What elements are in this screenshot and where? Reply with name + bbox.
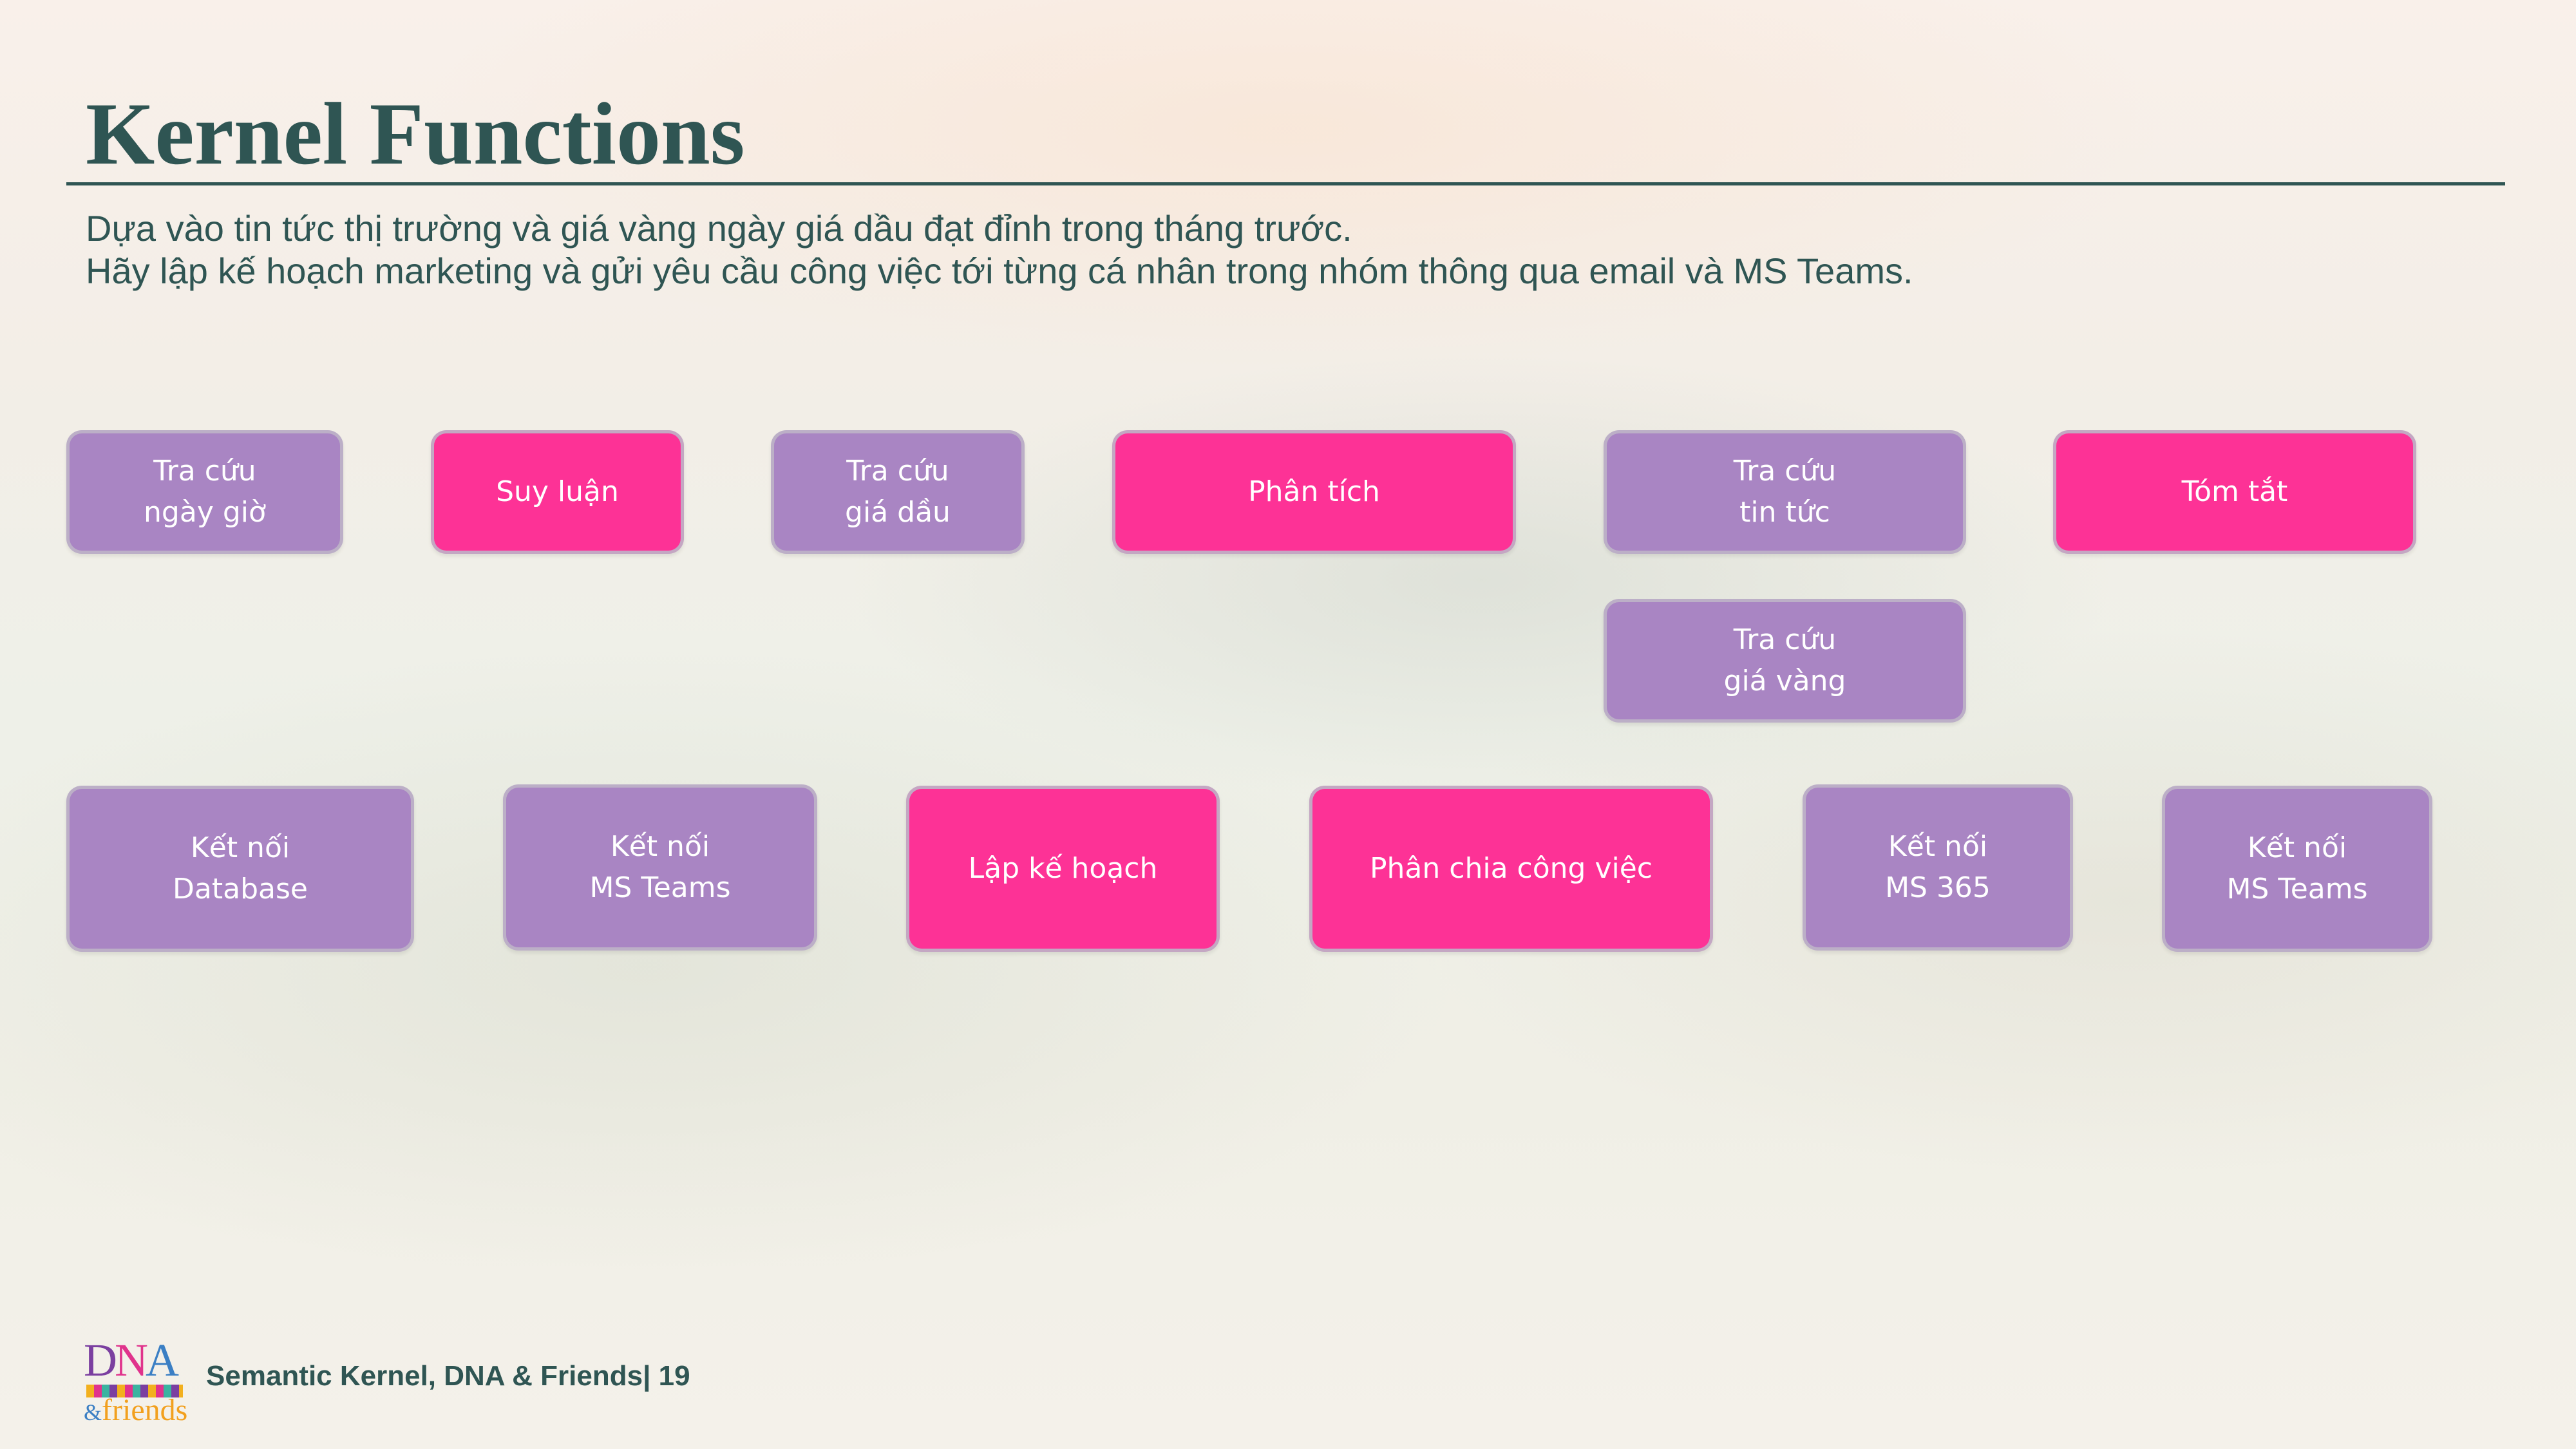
title-divider — [66, 182, 2505, 185]
node-ket-noi-ms-teams-1: Kết nối MS Teams — [503, 784, 817, 951]
node-tom-tat: Tóm tắt — [2053, 430, 2416, 554]
node-label: Tra cứu ngày giờ — [144, 455, 266, 529]
node-label: Tóm tắt — [2181, 475, 2288, 508]
node-tra-cuu-gia-dau: Tra cứu giá dầu — [771, 430, 1025, 554]
node-ket-noi-database: Kết nối Database — [66, 786, 414, 952]
logo-friends-text: &friends — [84, 1393, 188, 1427]
node-phan-tich: Phân tích — [1112, 430, 1516, 554]
subtitle-line-1: Dựa vào tin tức thị trường và giá vàng n… — [86, 208, 1352, 249]
node-label: Kết nối MS Teams — [589, 830, 731, 904]
node-ket-noi-ms-teams-2: Kết nối MS Teams — [2162, 786, 2432, 952]
node-label: Phân chia công việc — [1370, 852, 1653, 885]
subtitle-line-2: Hãy lập kế hoạch marketing và gửi yêu cầ… — [86, 251, 1913, 291]
node-label: Kết nối MS 365 — [1885, 830, 1991, 904]
logo-pixel-strip — [86, 1385, 183, 1397]
node-label: Phân tích — [1248, 475, 1380, 508]
node-tra-cuu-gia-vang: Tra cứu giá vàng — [1604, 599, 1966, 723]
node-label: Tra cứu giá vàng — [1723, 623, 1846, 697]
node-phan-chia-cong-viec: Phân chia công việc — [1309, 786, 1713, 952]
node-lap-ke-hoach: Lập kế hoạch — [906, 786, 1220, 952]
node-label: Kết nối Database — [173, 831, 308, 905]
slide-subtitle: Dựa vào tin tức thị trường và giá vàng n… — [86, 207, 2468, 292]
node-label: Lập kế hoạch — [968, 852, 1158, 885]
node-tra-cuu-tin-tuc: Tra cứu tin tức — [1604, 430, 1966, 554]
footer-caption: Semantic Kernel, DNA & Friends| 19 — [206, 1360, 690, 1392]
node-label: Tra cứu tin tức — [1733, 455, 1837, 529]
slide-title: Kernel Functions — [86, 84, 745, 183]
node-ket-noi-ms-365: Kết nối MS 365 — [1803, 784, 2073, 951]
dna-friends-logo: DNA &friends — [84, 1334, 193, 1427]
logo-dna-text: DNA — [84, 1334, 179, 1386]
node-tra-cuu-ngay-gio: Tra cứu ngày giờ — [66, 430, 343, 554]
node-label: Tra cứu giá dầu — [845, 455, 951, 529]
node-suy-luan: Suy luận — [431, 430, 684, 554]
node-label: Kết nối MS Teams — [2226, 831, 2368, 905]
node-label: Suy luận — [496, 475, 619, 508]
